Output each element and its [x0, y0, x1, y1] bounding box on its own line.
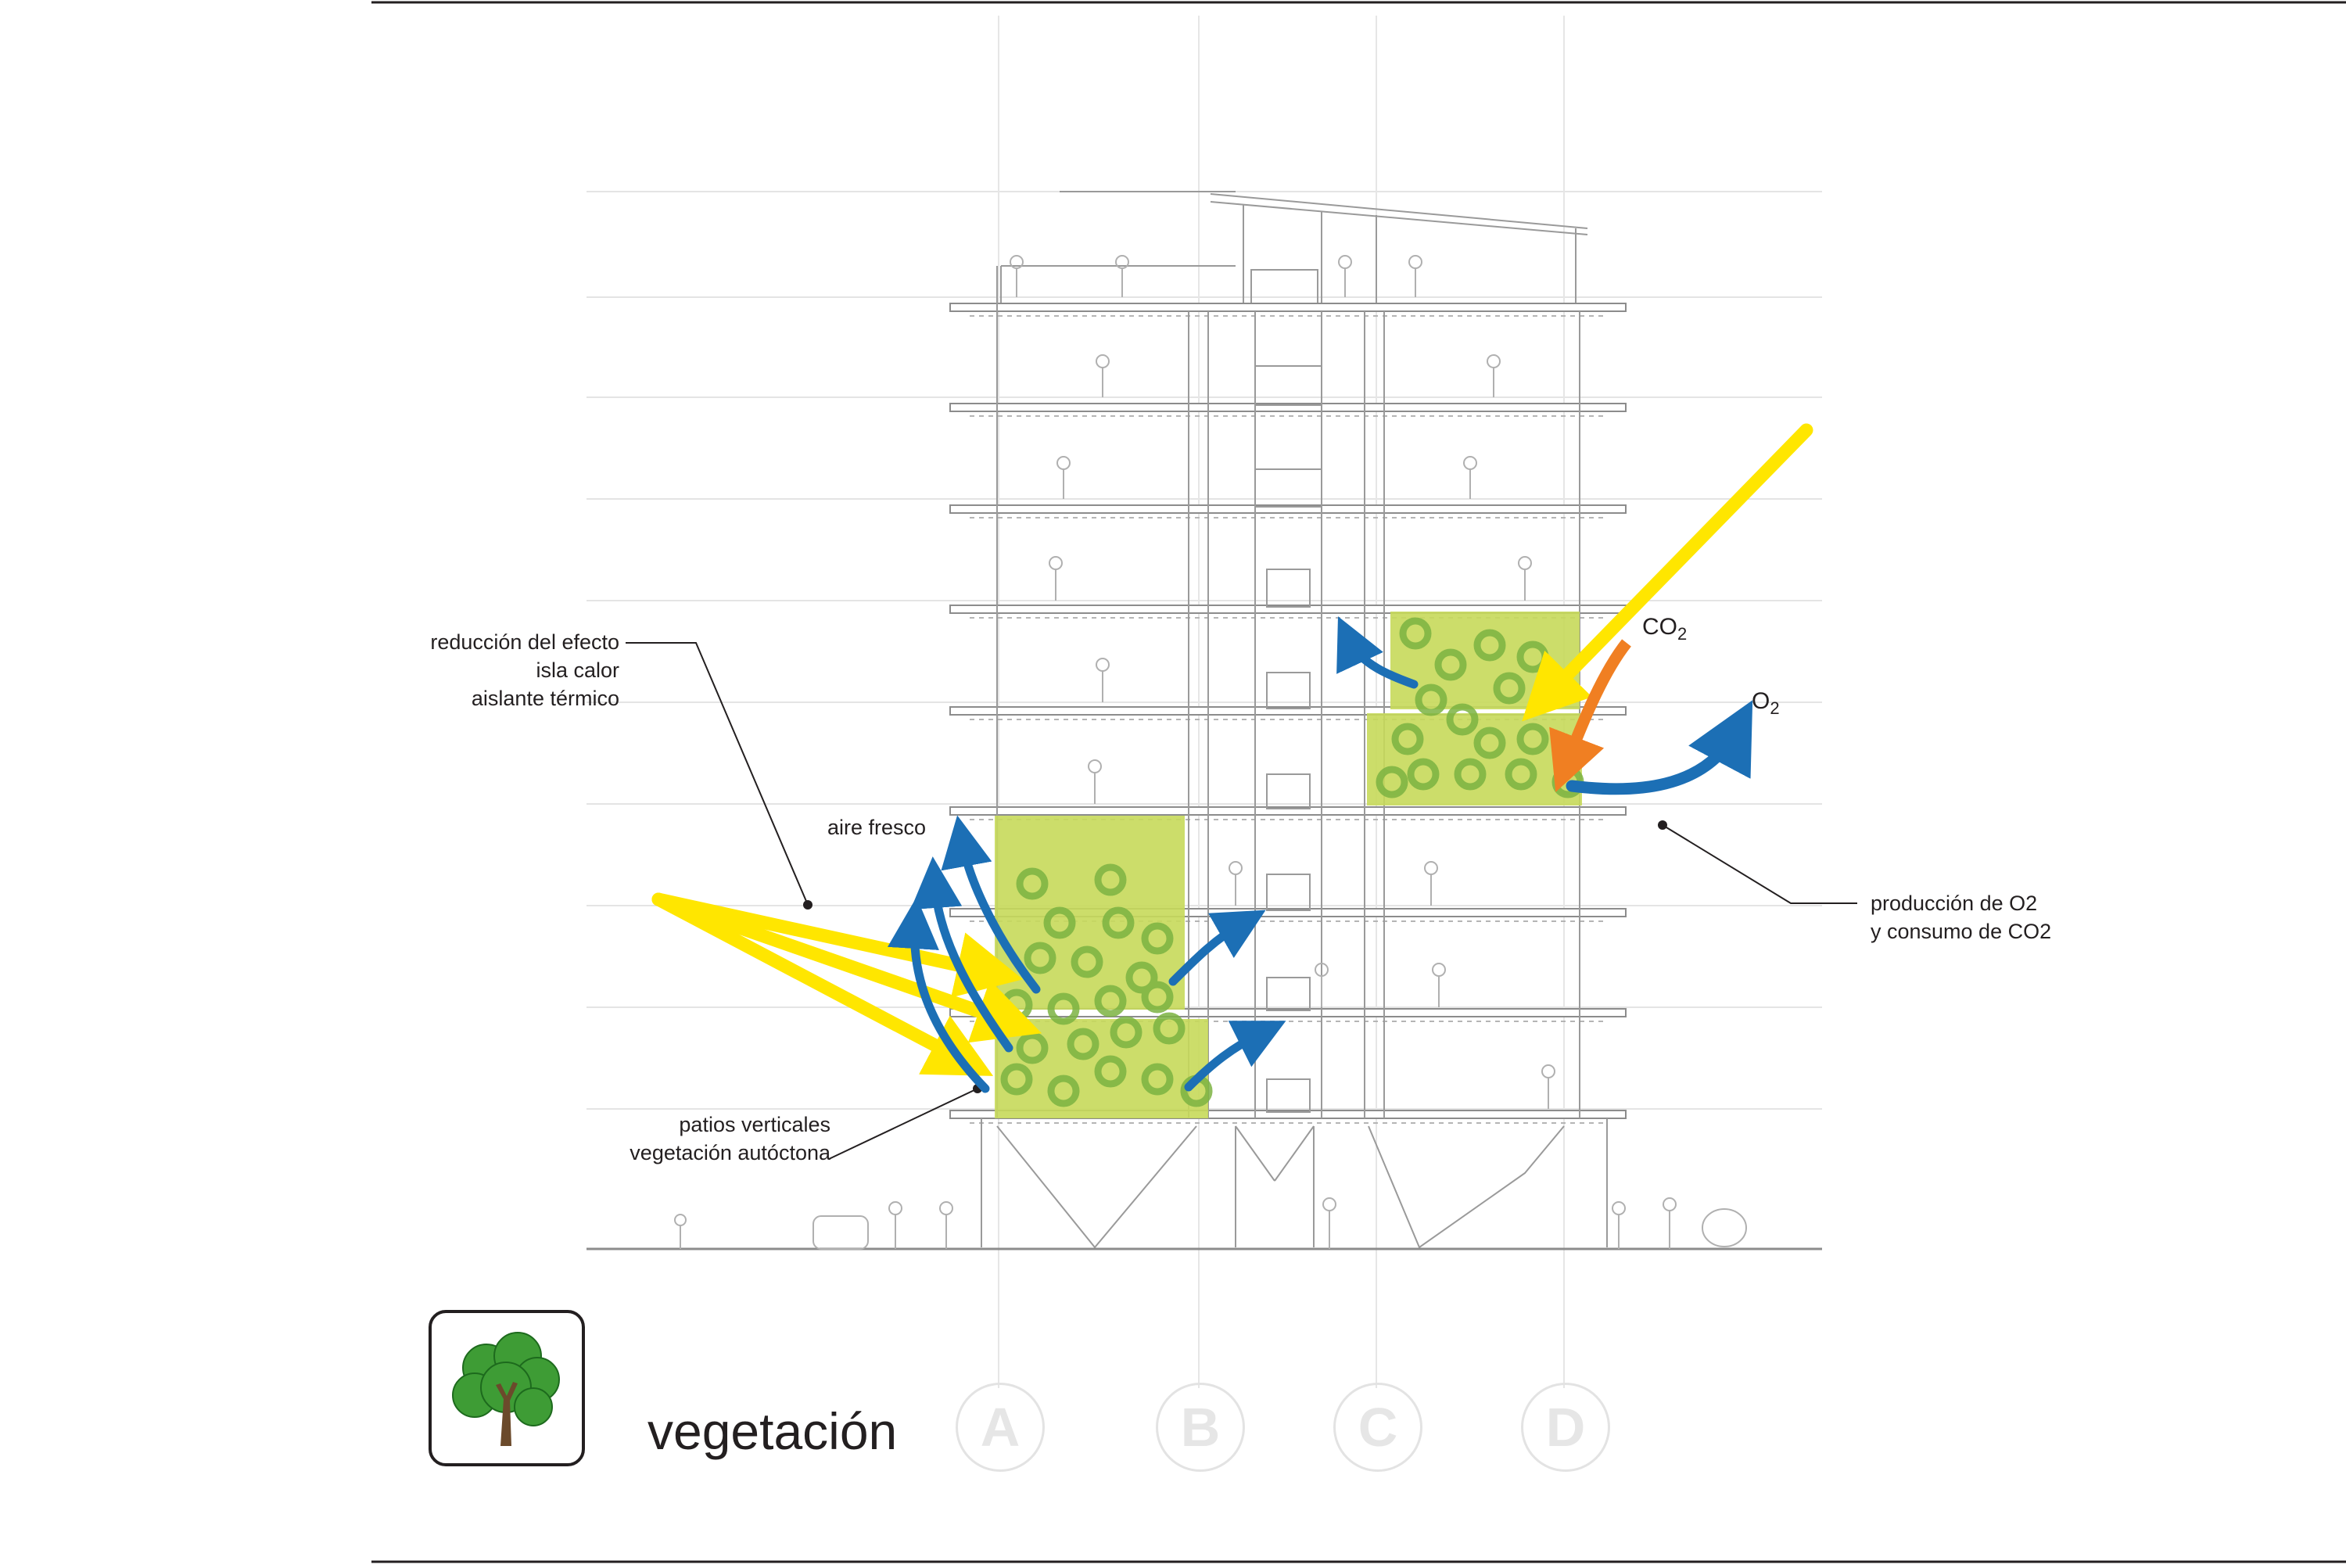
foliage-ring — [1047, 992, 1080, 1025]
co2-label-sub: 2 — [1677, 624, 1688, 644]
co2-label-main: CO — [1642, 614, 1677, 640]
axis-marker-a: A — [956, 1383, 1045, 1472]
sun-ray-co2 — [1522, 423, 1813, 722]
o2-label-main: O — [1752, 688, 1770, 714]
foliage-ring — [1434, 648, 1467, 681]
diagram-title: vegetación — [647, 1402, 898, 1460]
foliage-ring — [1141, 981, 1174, 1014]
foliage-ring — [1125, 961, 1158, 994]
axis-marker-c: C — [1333, 1383, 1422, 1472]
leader-lines — [626, 642, 1857, 1160]
axis-marker-b: B — [1156, 1383, 1245, 1472]
o2-production-label-line-1: producción de O2 — [1871, 892, 2038, 915]
fresh-air-arrow-5 — [1184, 1021, 1286, 1092]
foliage-ring — [1153, 1012, 1186, 1045]
foliage-ring — [1391, 723, 1424, 755]
heat-island-label-line-3: aislante térmico — [471, 687, 619, 710]
people-figures — [674, 255, 1747, 1250]
foliage-ring — [1376, 766, 1408, 798]
foliage-ring — [1102, 906, 1135, 939]
tree-icon — [429, 1310, 585, 1466]
o2-label: O2 — [1752, 688, 1780, 719]
foliage-ring — [1094, 863, 1127, 896]
foliage-ring — [1024, 942, 1056, 974]
o2-production-label-line-2: y consumo de CO2 — [1871, 920, 2052, 943]
tree-icon-graphic — [452, 1332, 560, 1446]
foliage-ring — [1516, 723, 1549, 755]
foliage-ring — [1094, 1055, 1127, 1088]
fresh-air-arrow-1 — [941, 815, 1041, 994]
foliage-ring — [1141, 1063, 1174, 1096]
o2-production-label: producción de O2 y consumo de CO2 — [1871, 889, 2051, 945]
o2-label-sub: 2 — [1770, 698, 1780, 718]
foliage-ring — [1399, 617, 1432, 650]
foliage-ring — [1047, 1075, 1080, 1107]
fresh-air-arrow-3 — [888, 897, 990, 1093]
foliage-ring — [1043, 906, 1076, 939]
vertical-patios-label-line-2: vegetación autóctona — [630, 1141, 830, 1164]
foliage-ring — [1473, 727, 1506, 759]
foliage-ring — [1071, 945, 1103, 978]
heat-island-label-line-2: isla calor — [536, 658, 619, 682]
foliage-ring — [1454, 758, 1487, 791]
foliage-ring — [1067, 1028, 1099, 1060]
foliage-ring — [1016, 867, 1049, 900]
foliage-ring — [1415, 684, 1447, 716]
vertical-patios-label-line-1: patios verticales — [679, 1113, 830, 1136]
fresh-air-label: aire fresco — [827, 816, 927, 839]
co2-label: CO2 — [1642, 614, 1687, 644]
foliage-ring — [1000, 1063, 1033, 1096]
sun-ray-2 — [651, 892, 1042, 1043]
sun-ray-3 — [651, 892, 994, 1076]
foliage-ring — [1505, 758, 1537, 791]
foliage-ring — [1493, 672, 1526, 705]
foliage-ring — [1094, 985, 1127, 1017]
co2-arrow — [1549, 639, 1631, 793]
floor-slabs — [949, 303, 1627, 1119]
vegetation-foliage — [1000, 617, 1584, 1107]
foliage-ring — [1110, 1016, 1143, 1049]
roof — [1000, 191, 1588, 306]
sun-rays — [651, 423, 1813, 1076]
heat-island-label-line-1: reducción del efecto — [430, 630, 619, 654]
foliage-ring — [1141, 922, 1174, 955]
level-guides — [586, 191, 1822, 1110]
vertical-patios-label: patios verticales vegetación autóctona — [547, 1111, 830, 1167]
foliage-ring — [1446, 703, 1479, 736]
foliage-ring — [1407, 758, 1440, 791]
sun-ray-1 — [651, 892, 1024, 998]
heat-island-label: reducción del efecto isla calor aislante… — [336, 628, 619, 712]
fresh-air-arrow-6 — [1336, 616, 1419, 689]
foliage-ring — [1473, 629, 1506, 662]
axis-marker-d: D — [1521, 1383, 1610, 1472]
fresh-air-arrow-4 — [1168, 910, 1266, 986]
air-flow-arrows — [888, 616, 1753, 1093]
o2-arrow — [1566, 700, 1753, 795]
ground-floor — [981, 1118, 1608, 1249]
